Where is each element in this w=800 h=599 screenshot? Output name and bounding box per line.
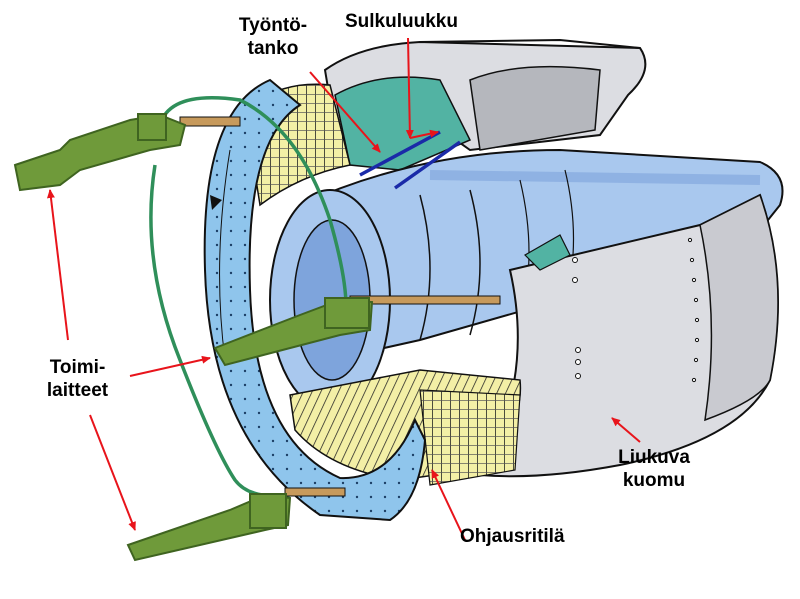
ring-marker [210, 195, 222, 210]
hydraulic-hose [158, 96, 348, 321]
actuator-upper [13, 113, 241, 192]
leader-arrows [46, 37, 641, 541]
teal-bracket [524, 234, 571, 271]
torque-ring [203, 78, 427, 522]
arrow-blocker-door [405, 37, 414, 139]
label-actuators: Toimi- laitteet [40, 356, 115, 402]
upper-cowl-inner [469, 65, 601, 151]
label-blocker-door: Sulkuluukku [345, 11, 458, 32]
arrow-actuator-top [46, 189, 69, 341]
cowl-rivets [572, 237, 700, 383]
label-actuators-line1: Toimi- [49, 357, 106, 378]
label-push-rod-line1: Työntö- [238, 15, 308, 36]
arrow-push-rod [309, 71, 381, 153]
label-push-rod-line2: tanko [247, 38, 299, 59]
push-rods [359, 130, 462, 190]
label-actuators-line2: laitteet [46, 380, 109, 401]
label-push-rod: Työntö- tanko [228, 14, 318, 60]
actuator-middle [213, 295, 501, 367]
label-sliding-cowl-line2: kuomu [622, 470, 686, 491]
arrow-actuator-mid [129, 355, 211, 377]
label-sliding-cowl-line1: Liukuva [618, 447, 690, 468]
label-cascade: Ohjausritilä [460, 526, 565, 547]
arrow-actuator-bottom [89, 414, 136, 531]
arrow-cascade [431, 469, 466, 541]
label-sliding-cowl: Liukuva kuomu [612, 446, 696, 492]
actuator-lower [126, 487, 346, 562]
arrow-sliding-cowl [611, 417, 641, 443]
